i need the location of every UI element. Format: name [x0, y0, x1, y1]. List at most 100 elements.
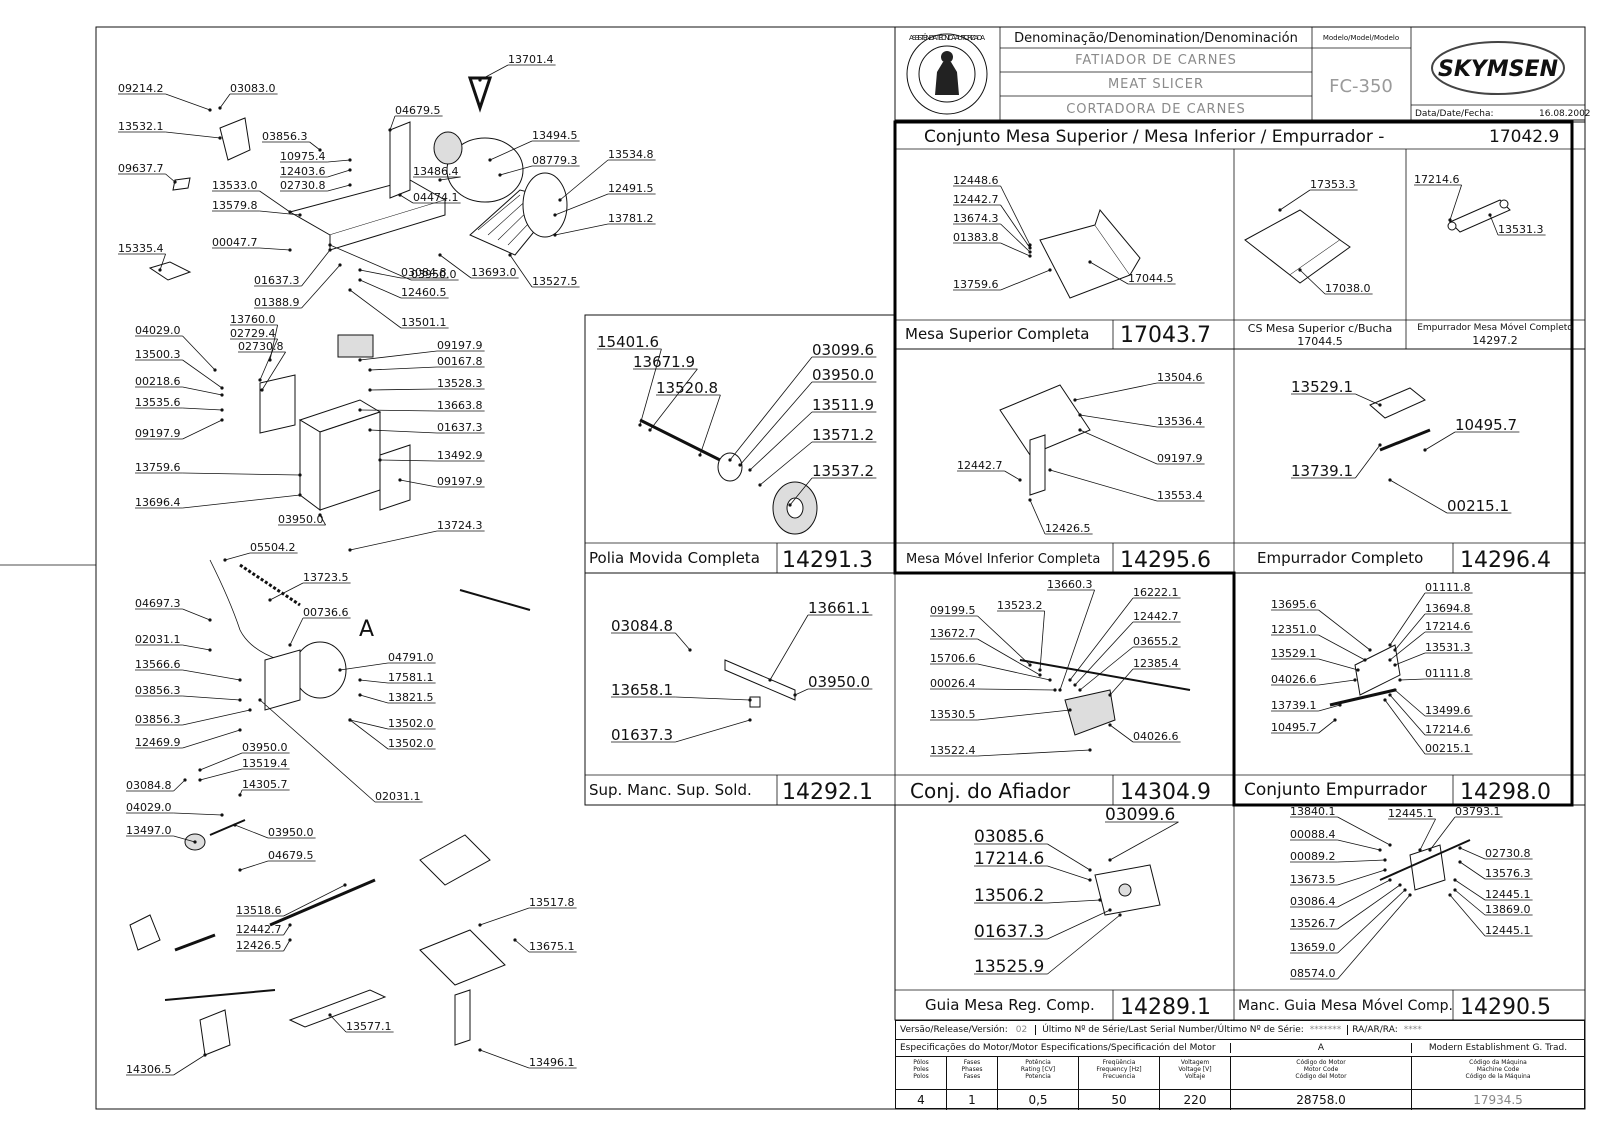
part-callout: 17214.6 — [1388, 620, 1473, 662]
leader-line — [1039, 610, 1045, 671]
part-callout: 12351.0 — [1271, 623, 1367, 662]
leader-line — [173, 835, 196, 843]
leader-dot — [1088, 878, 1092, 882]
leader-line — [977, 709, 1071, 721]
part-callout: 03856.3 — [135, 684, 242, 702]
part-number-label: 13674.3 — [953, 212, 999, 225]
leader-dot — [1388, 643, 1392, 647]
part-callout: 09637.7 — [118, 162, 177, 184]
part-callout: 02031.1 — [135, 633, 212, 652]
part-number-label: 17038.0 — [1325, 282, 1371, 295]
leader-dot — [258, 378, 262, 382]
leader-dot — [1118, 913, 1122, 917]
part-number-label: 13739.1 — [1271, 699, 1317, 712]
part-number-label: 13499.6 — [1425, 704, 1471, 717]
leader-dot — [478, 923, 482, 927]
part-callout: 04474.1 — [398, 191, 461, 204]
part-callout: 13869.0 — [1453, 888, 1533, 916]
leader-dot — [1018, 478, 1022, 482]
part-number-label: 12448.6 — [953, 174, 999, 187]
svg-text:SKYMSEN: SKYMSEN — [1438, 57, 1558, 82]
leader-dot — [288, 938, 292, 942]
subassembly-code-manc-guia: 14290.5 — [1460, 995, 1551, 1020]
part-callout: 13496.1 — [478, 1048, 577, 1069]
leader-dot — [238, 698, 242, 702]
part-callout: 13518.6 — [236, 883, 347, 917]
leader-line — [369, 388, 438, 391]
leader-line — [283, 924, 291, 936]
leader-dot — [1078, 413, 1082, 417]
part-callout: 03950.0 — [738, 366, 877, 467]
part-callout: 01637.3 — [974, 908, 1112, 942]
leader-line — [1029, 499, 1046, 535]
part-callout: 04029.0 — [126, 801, 224, 817]
leader-line — [1318, 609, 1371, 651]
leader-line — [1337, 859, 1386, 863]
leader-dot — [1068, 708, 1072, 712]
leader-line — [977, 749, 1091, 757]
leader-line — [1489, 214, 1499, 236]
part-callout: 13695.6 — [1271, 598, 1372, 652]
part-callout: 12445.1 — [1448, 893, 1533, 937]
leader-line — [165, 173, 176, 183]
leader-dot — [378, 458, 382, 462]
part-callout: 09197.9 — [135, 418, 224, 440]
leader-line — [1059, 589, 1095, 691]
leader-dot — [203, 1053, 207, 1057]
leader-dot — [1048, 678, 1052, 682]
part-number-label: 13494.5 — [532, 129, 578, 142]
part-callout: 12469.9 — [135, 728, 242, 749]
leader-line — [173, 1054, 206, 1076]
part-number-label: 05504.2 — [250, 541, 296, 554]
leader-line — [489, 140, 533, 161]
leader-line — [399, 479, 438, 488]
leader-line — [559, 159, 609, 201]
leader-dot — [338, 668, 342, 672]
leader-line — [1109, 668, 1134, 696]
part-callout: 13696.4 — [135, 493, 302, 509]
leader-line — [1424, 431, 1456, 451]
leader-dot — [1393, 688, 1397, 692]
part-callout: 13693.0 — [438, 253, 519, 279]
part-callout: 13739.1 — [1291, 443, 1382, 480]
leader-line — [369, 429, 438, 434]
leader-dot — [1388, 478, 1392, 482]
part-callout: 12460.5 — [358, 278, 449, 299]
leader-line — [182, 386, 223, 396]
name-es: CORTADORA DE CARNES — [1066, 102, 1246, 117]
part-callout: 13531.3 — [1393, 641, 1473, 667]
leader-line — [1337, 889, 1406, 954]
part-number-label: 13511.9 — [812, 396, 874, 414]
leader-dot — [288, 923, 292, 927]
sketch-empurrador-completo — [1369, 387, 1431, 452]
part-callout: 13536.4 — [1078, 413, 1205, 428]
leader-line — [309, 141, 321, 151]
leader-line — [261, 351, 286, 391]
leader-dot — [1388, 843, 1392, 847]
part-callout: 12491.5 — [553, 182, 656, 217]
leader-line — [159, 253, 166, 271]
part-callout: 00088.4 — [1290, 828, 1382, 852]
part-number-label: 02730.8 — [238, 340, 284, 353]
leader-line — [239, 860, 269, 871]
part-number-label: 03856.3 — [135, 684, 181, 697]
part-callout: 13675.1 — [513, 938, 577, 953]
model-label: Modelo/Model/Modelo — [1323, 34, 1399, 42]
leader-dot — [248, 708, 252, 712]
part-callout: 04679.5 — [238, 849, 316, 872]
leader-dot — [438, 178, 442, 182]
part-number-label: 13525.9 — [974, 957, 1044, 977]
part-callout: 17214.6 — [1414, 173, 1462, 222]
leader-line — [1049, 469, 1158, 502]
leader-dot — [358, 678, 362, 682]
part-number-label: 03086.4 — [1290, 895, 1336, 908]
part-callout: 04679.5 — [388, 104, 443, 132]
leader-dot — [220, 813, 224, 817]
leader-dot — [288, 210, 292, 214]
leader-line — [349, 719, 389, 730]
part-number-label: 13532.1 — [118, 120, 164, 133]
part-number-label: 13658.1 — [611, 681, 673, 699]
part-callout: 13535.6 — [135, 396, 224, 412]
